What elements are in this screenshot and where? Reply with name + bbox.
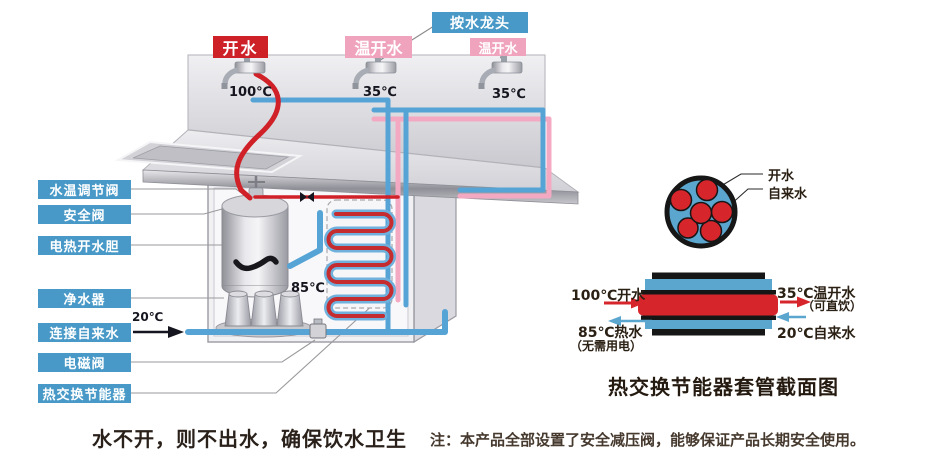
sink-counter <box>114 54 580 205</box>
legend-boiling-water: 开水 <box>768 169 795 184</box>
tube-outlet-top-label: 35℃温开水 <box>777 286 856 302</box>
label-water-temp-valve: 水温调节阀 <box>38 180 131 199</box>
heat-exchanger-coil <box>324 209 396 321</box>
inlet-arrow-icon <box>133 326 184 338</box>
check-valve-icon <box>300 192 314 202</box>
slogan-text: 水不开，则不出水，确保饮水卫生 <box>92 427 407 451</box>
label-tap-water-inlet: 连接自来水 <box>38 323 131 342</box>
tube-inlet-top-label: 100℃开水 <box>571 288 646 304</box>
label-heat-exchanger: 热交换节能器 <box>38 384 131 403</box>
tube-outlet-top-note: （可直饮） <box>802 299 863 313</box>
safety-note-text: 注：本产品全部设置了安全减压阀，能够保证产品长期安全使用。 <box>430 431 866 449</box>
filter-cartridges <box>215 290 313 338</box>
tube-inlet-bottom-label: 20℃自来水 <box>777 326 856 342</box>
tube-outlet-bottom-label: 85℃热水 <box>578 325 643 341</box>
temp-tank: 85℃ <box>291 281 325 296</box>
flow-arrows <box>604 296 811 326</box>
warm-water-badge-1: 温开水 <box>345 36 412 58</box>
legend-tap-water: 自来水 <box>768 187 808 202</box>
label-electric-tank: 电热开水胆 <box>38 236 131 255</box>
press-faucet-badge: 按水龙头 <box>432 12 528 33</box>
sleeve-tube-diagram <box>604 272 811 336</box>
label-solenoid-valve: 电磁阀 <box>38 353 131 372</box>
solenoid-valve <box>309 318 327 339</box>
boiling-water-badge: 开水 <box>213 36 268 58</box>
boiler-tank <box>221 194 289 298</box>
temp-boiling: 100℃ <box>229 85 272 100</box>
temp-warm-2: 35℃ <box>492 87 526 102</box>
pipes-warm <box>371 116 552 303</box>
temp-warm-1: 35℃ <box>363 85 397 100</box>
temp-inlet: 20℃ <box>132 310 164 324</box>
warm-water-badge-2: 温开水 <box>470 38 526 57</box>
label-safety-valve: 安全阀 <box>38 205 131 224</box>
cross-section-caption: 热交换节能器套管截面图 <box>608 375 839 399</box>
tank-top-valve <box>248 176 265 198</box>
pipe-cross-section-circle <box>664 175 738 249</box>
tube-outlet-bottom-note: （无需用电） <box>570 339 643 353</box>
heating-element <box>233 255 279 272</box>
pipes-hot <box>234 71 400 201</box>
label-water-purifier: 净水器 <box>38 289 131 308</box>
